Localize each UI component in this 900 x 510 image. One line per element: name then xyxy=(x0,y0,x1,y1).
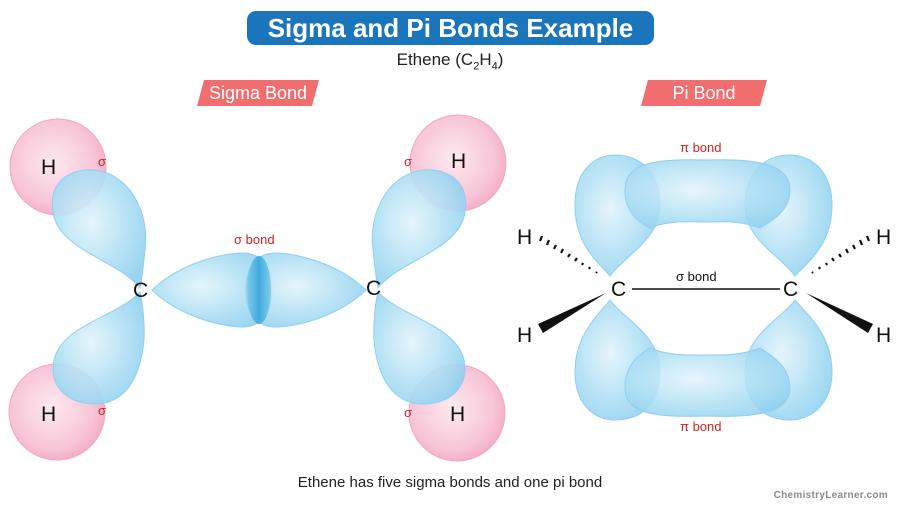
sigma-symbol-label: σ xyxy=(98,403,106,418)
formula: (C2H4) xyxy=(455,50,504,73)
hydrogen-atom-label: H xyxy=(450,403,465,426)
solid-wedge-bond-right xyxy=(806,293,873,333)
caption: Ethene has five sigma bonds and one pi b… xyxy=(297,474,603,491)
sp2-lobe-right-upper xyxy=(371,169,467,290)
hydrogen-atom-label: H xyxy=(876,226,891,249)
pi-electron-cloud-bottom xyxy=(624,347,791,417)
molecule-name: Ethene xyxy=(396,50,451,69)
pi-bond-label-bottom: π bond xyxy=(680,419,722,434)
page-title: Sigma and Pi Bonds Example xyxy=(267,13,634,43)
hydrogen-atom-label: H xyxy=(41,156,56,179)
carbon-atom-label: C xyxy=(366,277,381,300)
cc-sigma-bond-label: σ bond xyxy=(234,232,275,247)
pi-bond-label-top: π bond xyxy=(680,140,722,155)
carbon-atom-label: C xyxy=(133,279,148,302)
solid-wedge-bond-left xyxy=(538,293,606,333)
sigma-overlap-region xyxy=(247,256,271,324)
molecule-subtitle: Ethene (C2H4) xyxy=(350,50,550,72)
sigma-symbol-label: σ xyxy=(98,154,106,169)
sigma-symbol-label: σ xyxy=(404,405,412,420)
hydrogen-atom-label: H xyxy=(517,324,532,347)
pi-electron-cloud-top xyxy=(624,159,791,229)
hydrogen-atom-label: H xyxy=(451,150,466,173)
hydrogen-atom-label: H xyxy=(876,324,891,347)
hydrogen-atom-label: H xyxy=(41,403,56,426)
hashed-wedge-bond-right xyxy=(811,235,871,274)
sp2-lobe-left-upper xyxy=(51,169,147,290)
pi-bond-tag: Pi Bond xyxy=(641,80,767,106)
site-credit: ChemistryLearner.com xyxy=(773,490,888,501)
pi-panel: H H H H C C π bond π bond σ bond xyxy=(517,140,891,434)
sp2-lobe-right-bond xyxy=(245,252,367,328)
sp2-lobe-left-lower xyxy=(52,291,145,405)
hashed-wedge-bond-left xyxy=(538,235,598,274)
title-banner: Sigma and Pi Bonds Example xyxy=(247,11,654,45)
sigma-symbol-label: σ xyxy=(404,154,412,169)
sigma-bond-tag: Sigma Bond xyxy=(197,80,319,106)
carbon-atom-label: C xyxy=(783,278,798,301)
hydrogen-atom-label: H xyxy=(517,226,532,249)
carbon-atom-label: C xyxy=(611,278,626,301)
cc-sigma-bond-label: σ bond xyxy=(676,269,717,284)
sp2-lobe-right-lower xyxy=(373,291,466,405)
sigma-panel: H H H H C C σ σ σ σ σ bond xyxy=(8,114,507,462)
